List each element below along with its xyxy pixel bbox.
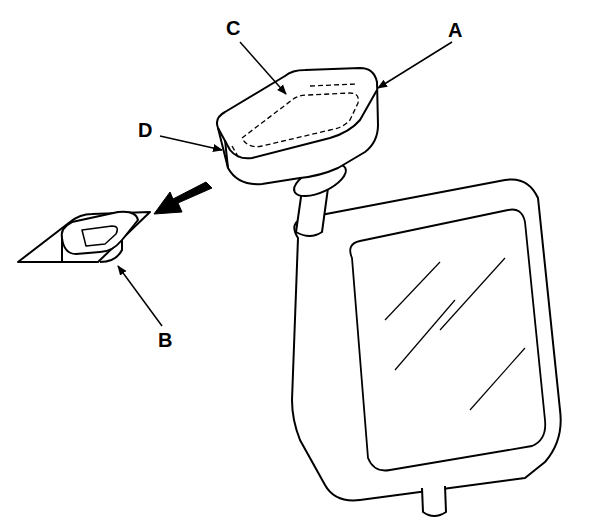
callout-letter: A <box>448 20 462 40</box>
callout-letter: B <box>158 330 172 350</box>
callout-letter: C <box>226 18 240 38</box>
callout-letter: D <box>138 120 152 140</box>
